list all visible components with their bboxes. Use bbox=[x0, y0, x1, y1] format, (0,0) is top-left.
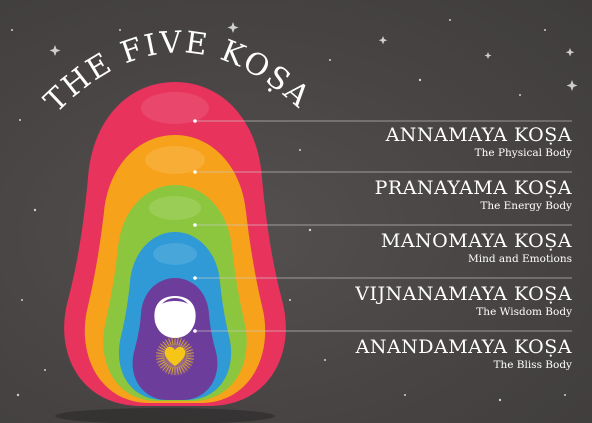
kosa-subtitle: The Bliss Body bbox=[493, 359, 572, 371]
star-icon bbox=[566, 80, 578, 91]
kosa-name: ANANDAMAYA KOṢA bbox=[355, 336, 572, 358]
leader-lines bbox=[195, 120, 572, 332]
kosa-label-annamaya: ANNAMAYA KOṢA The Physical Body bbox=[386, 124, 572, 160]
star-icon bbox=[227, 22, 239, 33]
kosa-label-manomaya: MANOMAYA KOṢA Mind and Emotions bbox=[381, 230, 572, 266]
star-icon bbox=[378, 36, 388, 45]
kosa-subtitle: The Wisdom Body bbox=[476, 306, 572, 318]
kosa-label-anandamaya: ANANDAMAYA KOṢA The Bliss Body bbox=[356, 336, 572, 372]
kosa-subtitle: Mind and Emotions bbox=[467, 253, 572, 265]
kosa-name: PRANAYAMA KOṢA bbox=[374, 177, 572, 199]
kosa-name: ANNAMAYA KOṢA bbox=[385, 124, 572, 146]
star-icon bbox=[565, 48, 575, 57]
starfield bbox=[11, 19, 578, 402]
heart-rays bbox=[156, 337, 194, 375]
star-icon bbox=[49, 45, 61, 56]
kosa-subtitle: The Energy Body bbox=[480, 200, 572, 212]
kosa-name: VIJNANAMAYA KOṢA bbox=[355, 283, 572, 305]
kosa-label-pranayama: PRANAYAMA KOṢA The Energy Body bbox=[375, 177, 572, 213]
kosa-subtitle: The Physical Body bbox=[474, 147, 572, 159]
kosa-label-vijnanamaya: VIJNANAMAYA KOṢA The Wisdom Body bbox=[355, 283, 572, 319]
floor-shadow bbox=[55, 408, 275, 423]
star-icon bbox=[484, 52, 492, 59]
inner-doll-face bbox=[154, 296, 196, 338]
kosa-name: MANOMAYA KOṢA bbox=[380, 230, 572, 252]
heart-icon bbox=[164, 346, 186, 366]
